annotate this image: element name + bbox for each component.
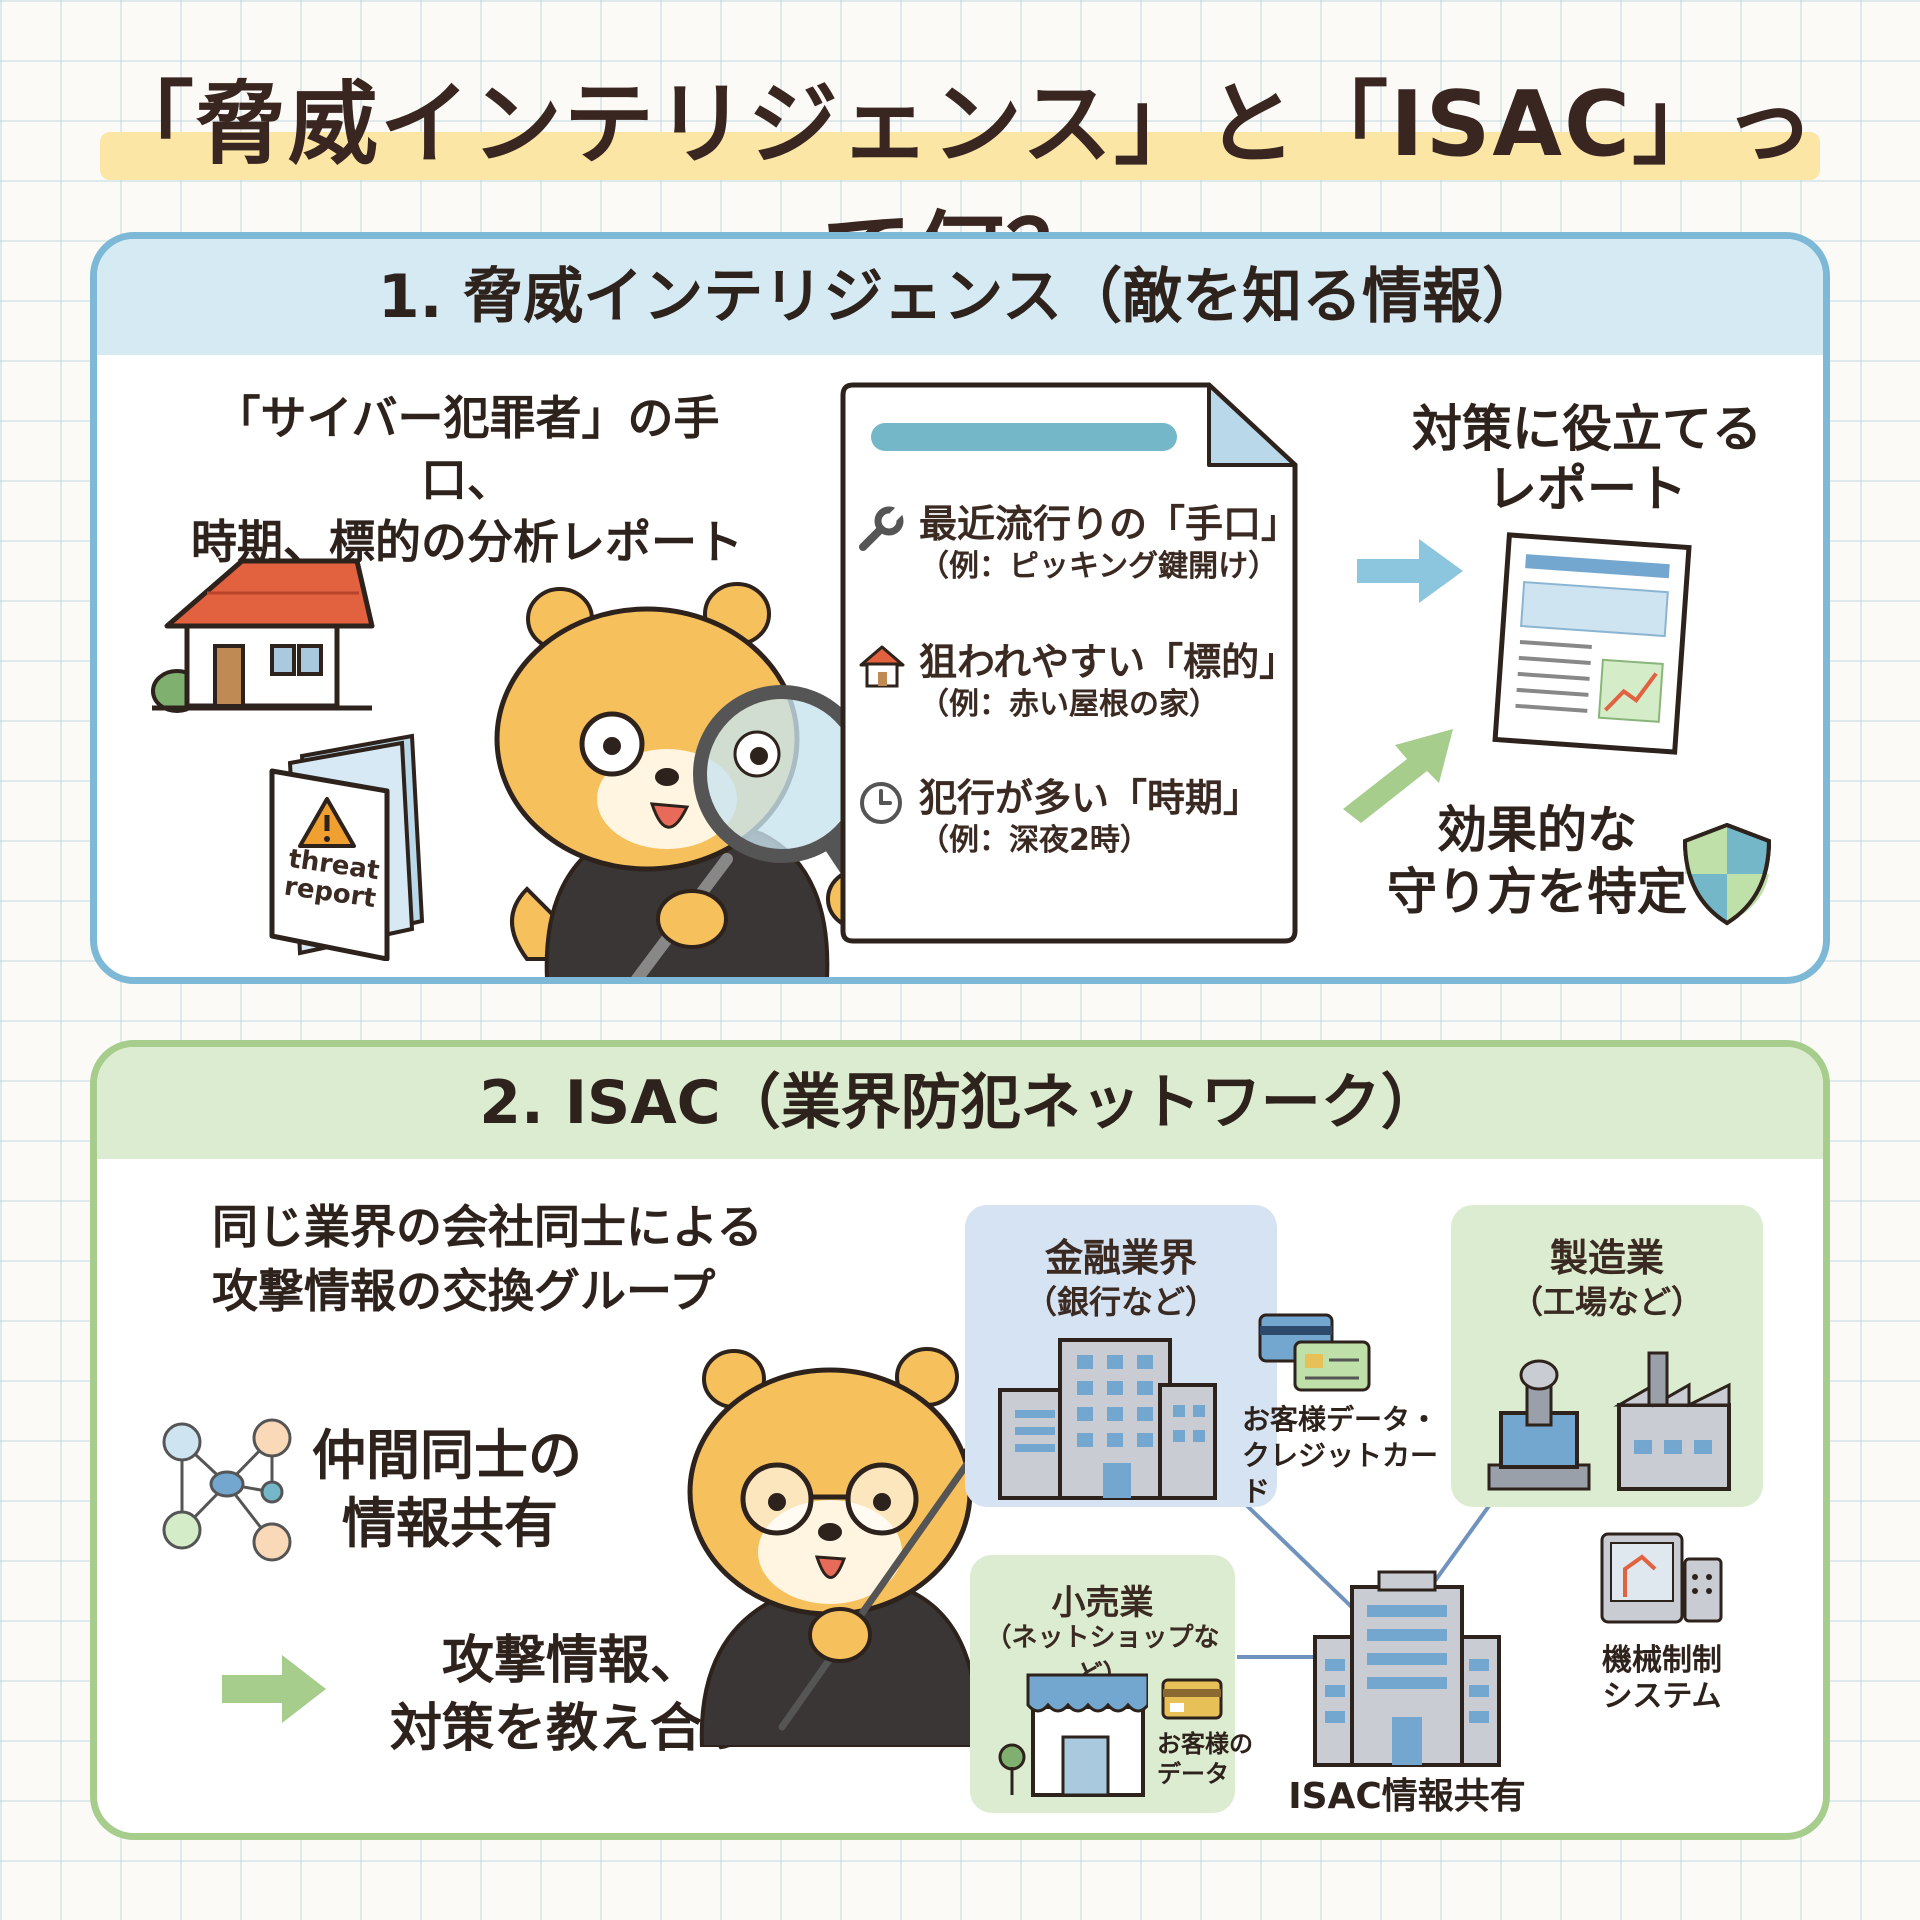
doc-item-target: 狙われやすい「標的」 （例：赤い屋根の家） — [919, 639, 1298, 725]
finance-data-line1: お客様データ・ — [1242, 1403, 1439, 1436]
teach-line1: 攻撃情報、 — [441, 1631, 702, 1691]
result-defense-text: 効果的な 守り方を特定 — [1367, 799, 1707, 923]
finance-data-line2: クレジットカード — [1242, 1439, 1439, 1508]
section2-intro: 同じ業界の会社同士による 攻撃情報の交換グループ — [212, 1195, 832, 1323]
doc-item-method-main: 最近流行りの「手口」 — [919, 502, 1300, 546]
arrow-up-green-icon — [1343, 729, 1453, 823]
doc-item-target-main: 狙われやすい「標的」 — [919, 640, 1298, 684]
doc-item-target-sub: （例：赤い屋根の家） — [919, 687, 1219, 722]
people-network-icon — [162, 1418, 292, 1562]
isac-label: ISAC情報共有 — [1288, 1776, 1526, 1817]
finance-card: 金融業界 （銀行など） — [965, 1205, 1277, 1507]
bank-buildings-icon — [998, 1338, 1217, 1500]
shield-icon — [1682, 822, 1772, 926]
report-sheet-icon — [1492, 532, 1692, 755]
credit-cards-icon — [1258, 1313, 1371, 1392]
share-text: 仲間同士の 情報共有 — [312, 1422, 652, 1558]
factory-robot-icon — [1487, 1351, 1731, 1491]
result-defense-line2: 守り方を特定 — [1387, 863, 1687, 921]
share-line2: 情報共有 — [342, 1492, 558, 1555]
title-area: 「脅威インテリジェンス」と「ISAC」って何？ — [90, 60, 1830, 307]
threat-report-booklet: threat report — [262, 731, 437, 961]
doc-item-time: 犯行が多い「時期」 （例：深夜2時） — [919, 775, 1289, 861]
result-report-line1: 対策に役立てる — [1412, 400, 1762, 458]
manufacturing-card: 製造業 （工場など） — [1451, 1205, 1763, 1507]
mascot-pointer-illustration — [687, 1347, 986, 1747]
control-line2: システム — [1602, 1679, 1722, 1714]
section1-heading: 1. 脅威インテリジェンス（敵を知る情報） — [97, 239, 1823, 355]
arrow-right-blue-icon — [1357, 539, 1463, 603]
control-line1: 機械制制 — [1602, 1643, 1722, 1678]
manufacturing-sub: （工場など） — [1510, 1283, 1703, 1321]
doc-item-time-sub: （例：深夜2時） — [919, 823, 1150, 858]
section2-intro-line1: 同じ業界の会社同士による — [212, 1200, 763, 1254]
page-title: 「脅威インテリジェンス」と「ISAC」って何？ — [103, 72, 1817, 307]
booklet-icon — [269, 733, 425, 961]
result-defense-line1: 効果的な — [1437, 801, 1637, 859]
retail-title: 小売業 — [1051, 1583, 1154, 1623]
doc-item-time-main: 犯行が多い「時期」 — [919, 776, 1262, 820]
manufacturing-title: 製造業 — [1549, 1236, 1664, 1280]
teach-text: 攻撃情報、 対策を教え合う — [337, 1627, 807, 1763]
section1-intro-line1: 「サイバー犯罪者」の手口、 — [214, 391, 720, 507]
house-illustration-icon — [151, 558, 375, 713]
house-icon — [859, 645, 905, 688]
isac-building-icon — [1313, 1570, 1501, 1767]
control-label: 機械制制 システム — [1567, 1643, 1757, 1715]
finance-data-label: お客様データ・ クレジットカード — [1242, 1402, 1462, 1510]
document-sheet-icon — [840, 382, 1298, 944]
arrow-right-green-icon — [222, 1655, 326, 1723]
title-highlight — [100, 132, 1820, 180]
finance-title: 金融業界 — [1044, 1236, 1197, 1280]
share-line1: 仲間同士の — [312, 1424, 582, 1487]
result-report-text: 対策に役立てる レポート — [1387, 399, 1787, 519]
isac-panel: 2. ISAC（業界防犯ネットワーク） 同じ業界の会社同士による 攻撃情報の交換… — [90, 1040, 1830, 1840]
analysis-document: 最近流行りの「手口」 （例：ピッキング鍵開け） 狙われやすい「標的」 （例：赤い… — [839, 381, 1299, 945]
result-report-line2: レポート — [1487, 460, 1687, 518]
doc-item-method-sub: （例：ピッキング鍵開け） — [919, 549, 1279, 584]
doc-item-method: 最近流行りの「手口」 （例：ピッキング鍵開け） — [919, 501, 1300, 587]
retail-data-label: お客様の データ — [1157, 1729, 1267, 1789]
teach-line2: 対策を教え合う — [389, 1699, 754, 1759]
clock-icon — [860, 782, 902, 824]
wrench-icon — [859, 505, 905, 551]
section1-intro: 「サイバー犯罪者」の手口、 時期、標的の分析レポート — [187, 387, 747, 573]
retail-data-line1: お客様の — [1157, 1730, 1253, 1758]
section2-intro-line2: 攻撃情報の交換グループ — [212, 1264, 716, 1318]
machine-control-icon — [1600, 1532, 1723, 1624]
retail-card-icon — [1161, 1678, 1223, 1720]
finance-sub: （銀行など） — [1024, 1283, 1217, 1321]
retail-card: 小売業 （ネットショップなど） — [970, 1555, 1235, 1813]
shop-icon — [998, 1673, 1148, 1797]
threat-intelligence-panel: 1. 脅威インテリジェンス（敵を知る情報） 「サイバー犯罪者」の手口、 時期、標… — [90, 232, 1830, 984]
retail-data-line2: データ — [1157, 1760, 1229, 1788]
section2-heading: 2. ISAC（業界防犯ネットワーク） — [97, 1047, 1823, 1159]
